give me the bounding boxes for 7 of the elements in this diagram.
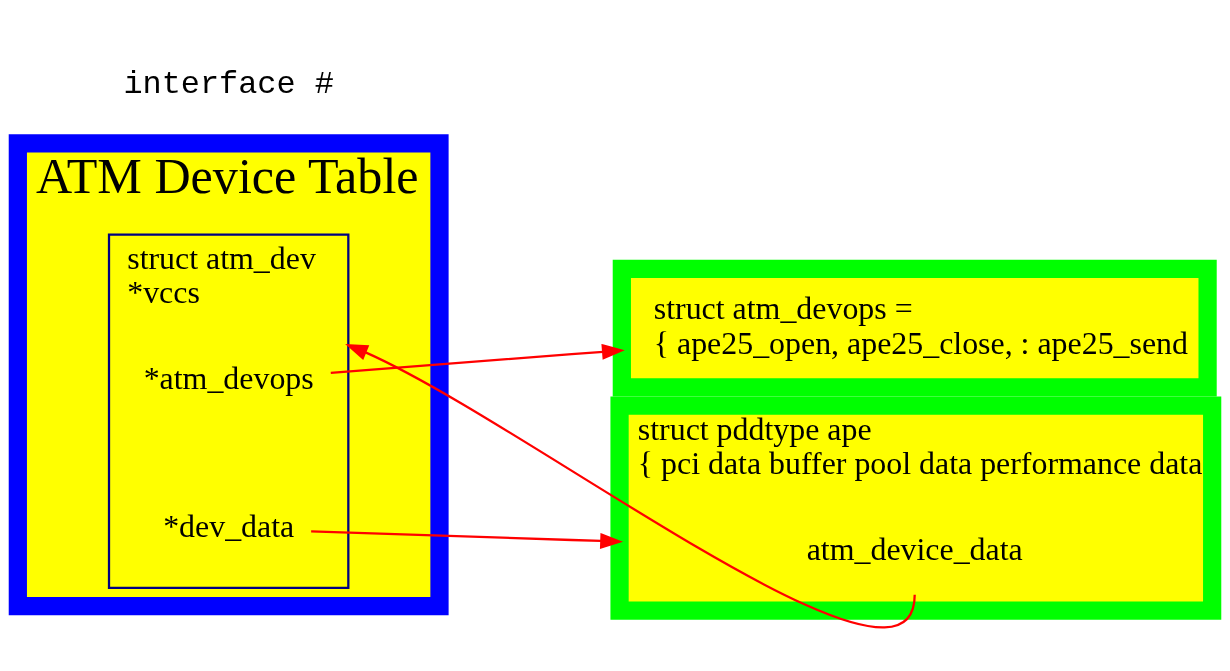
node-text: *dev_data [163, 508, 295, 544]
arrow [311, 529, 623, 549]
node-box: struct atm_devops = { ape25_open, ape25_close, : ape25_send [612, 259, 1217, 396]
node-text: atm_device_data [806, 531, 1023, 567]
label: interface # [123, 65, 334, 103]
arrow [330, 343, 625, 374]
node-text: *atm_devops [143, 360, 314, 396]
